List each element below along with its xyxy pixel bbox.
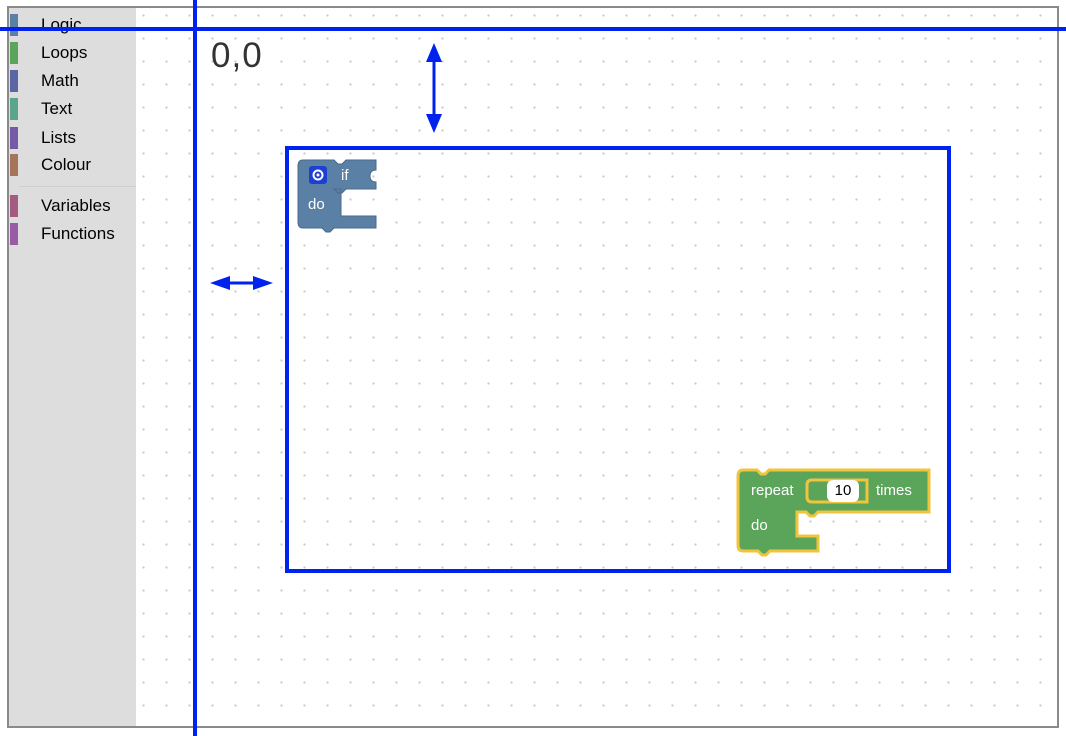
category-label: Colour — [41, 155, 92, 174]
repeat-count-field[interactable]: 10 — [827, 480, 859, 502]
category-label: Lists — [41, 128, 76, 147]
arrow-down-icon — [426, 114, 442, 133]
if-label: if — [341, 167, 349, 184]
category-color-swatch — [10, 70, 18, 92]
toolbox-category-lists[interactable]: Lists — [9, 125, 136, 149]
arrow-right-icon — [253, 276, 273, 290]
category-color-swatch — [10, 42, 18, 64]
toolbox-category-math[interactable]: Math — [9, 68, 136, 92]
category-color-swatch — [10, 154, 18, 176]
toolbox-category-variables[interactable]: Variables — [9, 193, 136, 217]
category-color-swatch — [10, 127, 18, 149]
toolbox-category-functions[interactable]: Functions — [9, 221, 136, 245]
category-color-swatch — [10, 223, 18, 245]
category-label: Math — [41, 71, 79, 90]
gear-icon-hub — [316, 173, 320, 177]
origin-vertical-axis-line — [193, 0, 197, 736]
workspace-canvas[interactable] — [136, 8, 1057, 726]
toolbox-separator — [19, 186, 136, 187]
times-label: times — [876, 482, 912, 499]
arrow-left-icon — [210, 276, 230, 290]
toolbox-category-colour[interactable]: Colour — [9, 152, 136, 176]
category-label: Loops — [41, 43, 88, 62]
category-label: Text — [41, 99, 73, 118]
do-label: do — [308, 196, 325, 213]
toolbox-category-loops[interactable]: Loops — [9, 40, 136, 64]
gear-icon-ring — [312, 169, 324, 181]
repeat-label: repeat — [751, 482, 794, 499]
repeat-do-label: do — [751, 517, 768, 534]
toolbox: Logic Loops Math Text Lists Colour Varia… — [9, 8, 136, 726]
category-label: Functions — [41, 224, 115, 243]
category-label: Variables — [41, 196, 111, 215]
category-color-swatch — [10, 14, 18, 36]
visible-area-rectangle — [285, 146, 951, 573]
category-color-swatch — [10, 195, 18, 217]
toolbox-category-text[interactable]: Text — [9, 96, 136, 120]
category-color-swatch — [10, 98, 18, 120]
origin-label: 0,0 — [211, 36, 263, 75]
repeat-block-shape[interactable] — [736, 468, 931, 557]
arrow-up-icon — [426, 43, 442, 62]
origin-horizontal-axis-line — [0, 27, 1066, 31]
blockly-editor: Logic Loops Math Text Lists Colour Varia… — [7, 6, 1059, 728]
